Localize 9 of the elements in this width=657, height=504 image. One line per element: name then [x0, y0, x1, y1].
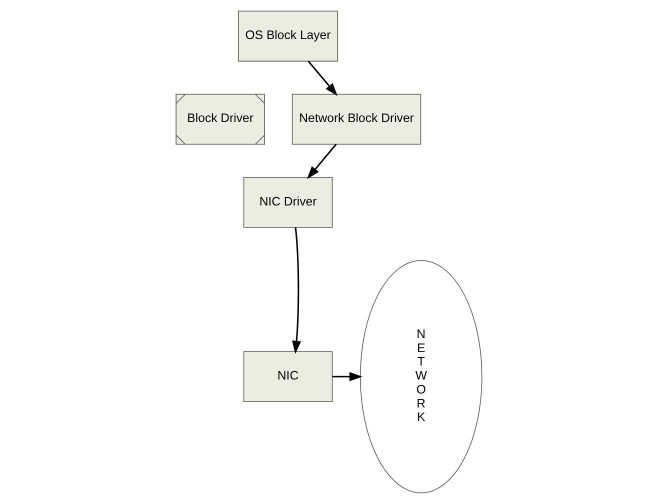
arrow: [292, 227, 301, 354]
node-box: Network Block Driver: [291, 94, 421, 145]
arrow: [332, 372, 362, 382]
node-box: NIC: [242, 351, 332, 402]
node-ellipse: N E T W O R K: [359, 260, 482, 494]
arrow: [307, 60, 338, 96]
arrow: [306, 144, 336, 180]
node-box: NIC Driver: [242, 176, 332, 228]
node-box: OS Block Layer: [238, 10, 338, 62]
